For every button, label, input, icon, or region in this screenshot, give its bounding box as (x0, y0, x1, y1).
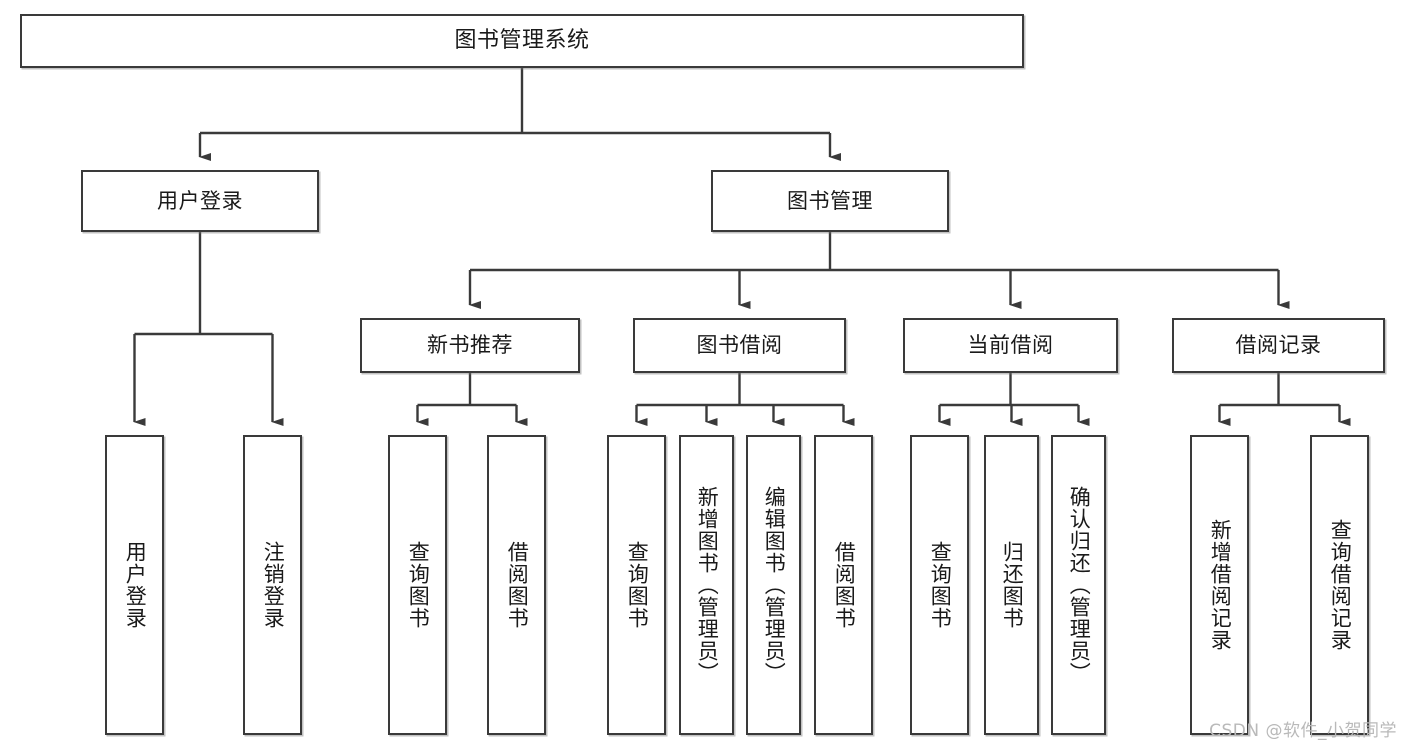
node-current[interactable]: 当前借阅 (903, 318, 1118, 373)
node-label: 查询图书 (928, 541, 953, 629)
node-leaf-confirm[interactable]: 确认归还（管理员） (1051, 435, 1106, 735)
node-label: 当前借阅 (967, 333, 1054, 358)
node-leaf-query-nb[interactable]: 查询图书 (388, 435, 447, 735)
node-bookmgmt[interactable]: 图书管理 (711, 170, 949, 232)
node-label: 新书推荐 (427, 333, 513, 358)
node-leaf-login[interactable]: 用户登录 (105, 435, 164, 735)
node-label: 新增借阅记录 (1208, 519, 1233, 651)
node-label: 用户登录 (157, 188, 243, 213)
node-label: 编辑图书（管理员） (762, 486, 787, 684)
node-label: 查询图书 (625, 541, 650, 629)
node-leaf-return-cur[interactable]: 归还图书 (984, 435, 1039, 735)
node-leaf-logout[interactable]: 注销登录 (243, 435, 302, 735)
node-label: 图书借阅 (696, 333, 783, 358)
watermark-text: CSDN @软件_小贺同学 (1209, 721, 1397, 741)
node-leaf-query-rec[interactable]: 查询借阅记录 (1310, 435, 1369, 735)
node-label: 图书管理 (787, 188, 873, 213)
node-root[interactable]: 图书管理系统 (20, 14, 1024, 68)
node-label: 图书管理系统 (454, 28, 590, 54)
node-label: 查询借阅记录 (1328, 519, 1353, 651)
node-leaf-edit-bk[interactable]: 编辑图书（管理员） (746, 435, 801, 735)
node-leaf-query-cur[interactable]: 查询图书 (910, 435, 969, 735)
node-leaf-add-bk[interactable]: 新增图书（管理员） (679, 435, 734, 735)
node-label: 新增图书（管理员） (695, 486, 720, 684)
node-label: 用户登录 (123, 541, 148, 629)
node-newbook[interactable]: 新书推荐 (360, 318, 580, 373)
node-login[interactable]: 用户登录 (81, 170, 319, 232)
node-leaf-add-rec[interactable]: 新增借阅记录 (1190, 435, 1249, 735)
node-label: 确认归还（管理员） (1067, 486, 1092, 684)
node-records[interactable]: 借阅记录 (1172, 318, 1385, 373)
node-label: 借阅图书 (505, 541, 530, 629)
node-label: 查询图书 (406, 541, 431, 629)
node-label: 借阅图书 (832, 541, 857, 629)
node-label: 注销登录 (261, 541, 286, 629)
node-leaf-lend-bk[interactable]: 借阅图书 (814, 435, 873, 735)
node-label: 归还图书 (1000, 541, 1025, 629)
node-borrow[interactable]: 图书借阅 (633, 318, 846, 373)
node-leaf-query-bk[interactable]: 查询图书 (607, 435, 666, 735)
node-label: 借阅记录 (1235, 333, 1322, 358)
node-leaf-borrow-nb[interactable]: 借阅图书 (487, 435, 546, 735)
